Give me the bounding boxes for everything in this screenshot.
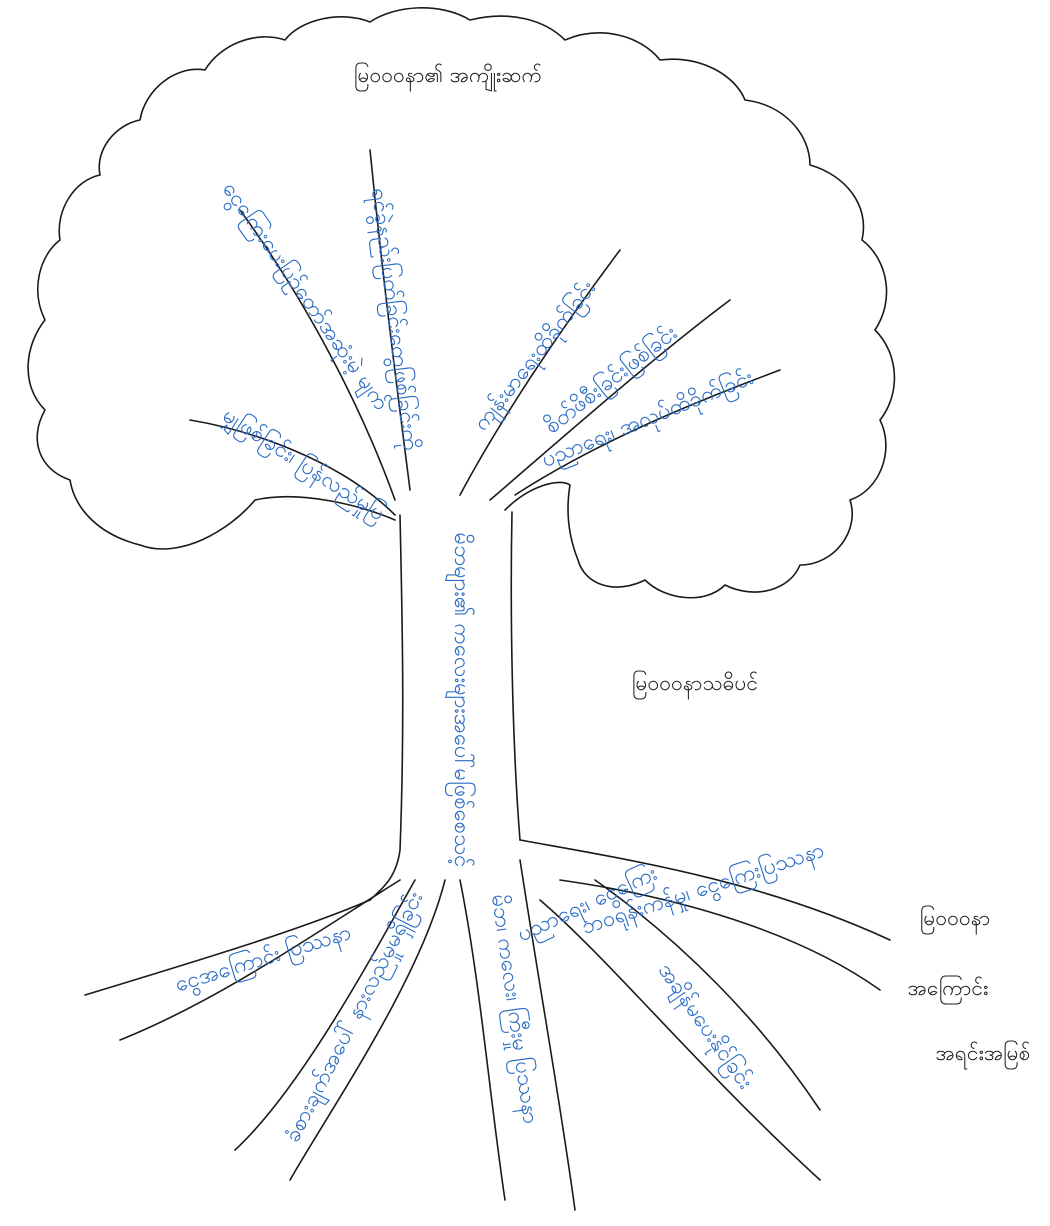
trunk-text: မိဘများ၏ ကလေးများအပေါ်မဖြစ်စေသင့် [445,533,476,868]
roots-side-label-2: အကြောင်း [908,974,989,1005]
branch-text-1: မျှဖြစ်ခြင်း၊ ပြန်လည်မှုပြ [216,401,391,530]
trunk-right-edge [511,512,520,840]
canopy-label: မြဝဝဝနာ၏ အကျိုးဆက် [354,61,542,93]
trunk-left-edge [370,515,403,900]
root-mid-2 [290,880,445,1180]
root-right-1 [540,900,820,1180]
branch-4-line [460,250,620,495]
roots-side-label-1: မြဝဝဝနာ [920,904,990,935]
branch-text-2: ငွေကြေးပေးပြဉ်တော်အဆုံးမဲ့ မျက် [213,176,395,418]
roots-side-label-3: အရင်းအမြစ် [936,1039,1031,1070]
branch-text-3: ရင်ခွဲနည်းပြတ်ခြင်းတွေဖြစ်ခြင်းကို [361,186,425,452]
canopy-outline [28,8,894,598]
trunk-side-label: မြဝဝဝနာသဓိပင် [632,669,758,700]
